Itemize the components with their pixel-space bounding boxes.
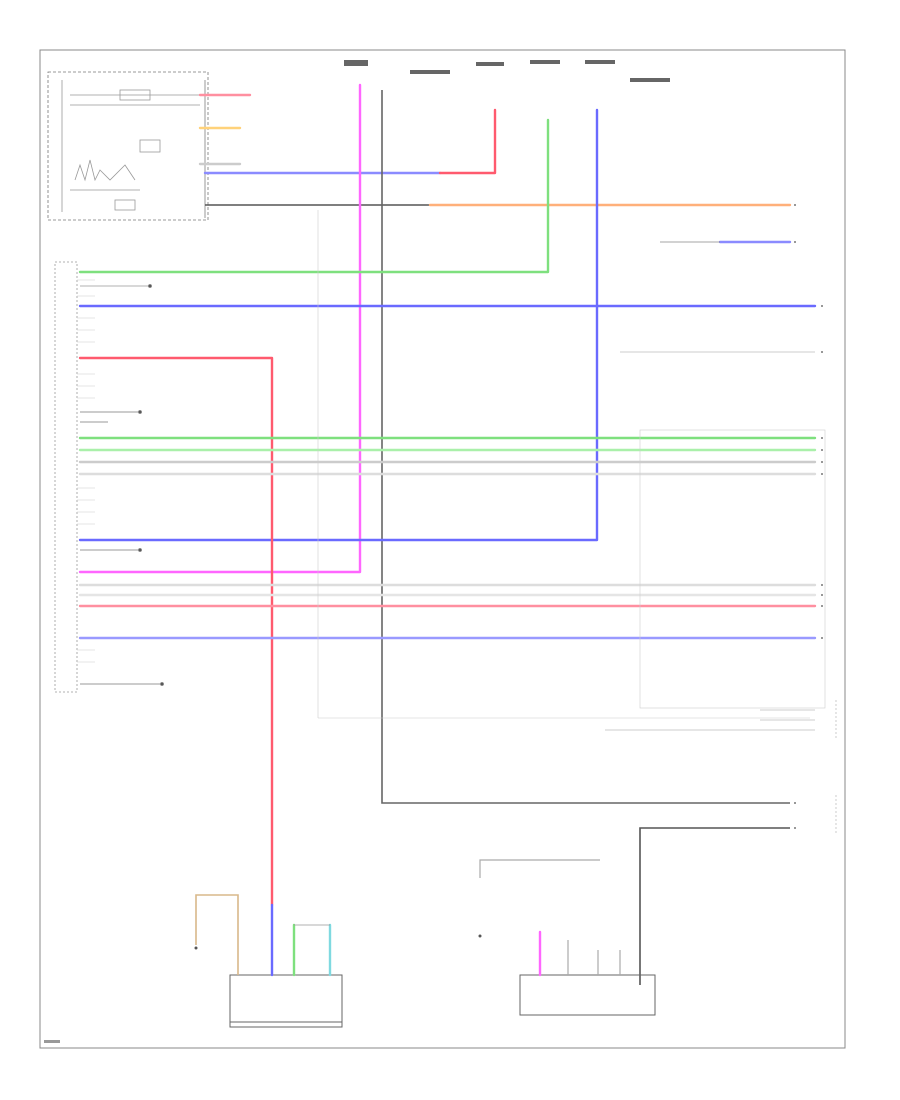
wire-gray-sensor-4 xyxy=(479,859,600,878)
sensor-ground-node xyxy=(478,934,482,938)
wire-magenta-vertical xyxy=(78,83,362,574)
right-end-markers xyxy=(794,204,823,829)
wire-red-top xyxy=(438,108,497,175)
diagram-frame xyxy=(39,49,846,1049)
wire-tan-bottom xyxy=(195,894,239,975)
bottom-left-ground-node xyxy=(194,946,198,950)
top-left-module-box xyxy=(47,71,209,221)
top-connectors xyxy=(344,60,670,82)
bottom-right-sensor-box xyxy=(519,974,656,1016)
left-module-box xyxy=(54,261,78,693)
left-stubs xyxy=(80,284,164,686)
left-module-pins xyxy=(77,279,95,663)
right-thin-lines xyxy=(317,210,826,719)
wire-dark-vertical xyxy=(381,90,790,804)
wire-green-upper xyxy=(78,118,550,274)
footer-marker xyxy=(44,1040,60,1043)
wire-red-vertical xyxy=(78,356,274,907)
top-left-module-internals xyxy=(61,80,200,212)
wire-blue-vertical-right xyxy=(78,108,599,542)
wire-dark-lower-right xyxy=(639,827,790,985)
bottom-left-switch-box xyxy=(229,974,343,1028)
